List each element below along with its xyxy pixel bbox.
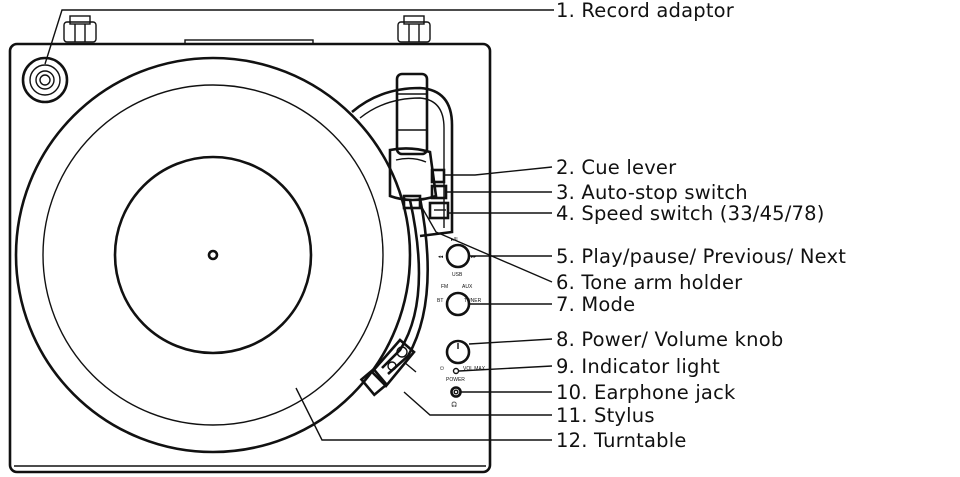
label-turntable: 12. Turntable xyxy=(556,429,687,452)
label-tone-arm-holder: 6. Tone arm holder xyxy=(556,271,743,294)
control-panel: ▸/II ◂◂ ▸▸ USB FM AUX BT TUNER ⏻ VOL MAX… xyxy=(437,237,486,408)
label-cue-lever: 2. Cue lever xyxy=(556,156,677,179)
hinge-left xyxy=(63,15,97,43)
hinge-right xyxy=(397,15,431,43)
power-volume-knob[interactable] xyxy=(445,339,471,365)
usb-text: USB xyxy=(452,272,463,278)
prev-text: ◂◂ xyxy=(438,254,444,260)
aux-text: AUX xyxy=(462,284,473,290)
turntable-platter xyxy=(14,56,412,454)
label-earphone-jack: 10. Earphone jack xyxy=(556,381,736,404)
mode-knob[interactable] xyxy=(445,291,471,317)
label-speed-switch: 4. Speed switch (33/45/78) xyxy=(556,202,825,225)
earphone-jack[interactable] xyxy=(450,386,462,398)
cue-lever[interactable] xyxy=(430,168,446,184)
tone-arm-assembly xyxy=(351,72,454,397)
earphone-text: 🎧 xyxy=(451,401,457,408)
play-pause-knob[interactable] xyxy=(445,243,471,269)
bt-text: BT xyxy=(437,298,443,304)
speed-switch[interactable] xyxy=(428,201,450,220)
tuner-text: TUNER xyxy=(464,298,482,304)
indicator-light xyxy=(452,367,460,375)
label-stylus: 11. Stylus xyxy=(556,404,655,427)
next-text: ▸▸ xyxy=(471,254,477,260)
record-adaptor xyxy=(21,56,69,104)
stylus-headshell[interactable] xyxy=(359,338,417,397)
fm-text: FM xyxy=(441,284,448,290)
power-text: POWER xyxy=(446,377,465,383)
label-play-pause: 5. Play/pause/ Previous/ Next xyxy=(556,245,846,268)
label-indicator-light: 9. Indicator light xyxy=(556,355,720,378)
leader-lines xyxy=(44,9,554,441)
callout-labels: 1. Record adaptor 2. Cue lever 3. Auto-s… xyxy=(556,0,846,452)
label-mode: 7. Mode xyxy=(556,293,635,316)
spindle xyxy=(207,249,219,261)
vol-max-text: VOL MAX xyxy=(463,366,486,372)
label-power-volume: 8. Power/ Volume knob xyxy=(556,328,783,351)
turntable-body xyxy=(8,42,492,474)
label-auto-stop-switch: 3. Auto-stop switch xyxy=(556,181,748,204)
label-record-adaptor: 1. Record adaptor xyxy=(556,0,735,22)
power-symbol-text: ⏻ xyxy=(440,366,444,372)
